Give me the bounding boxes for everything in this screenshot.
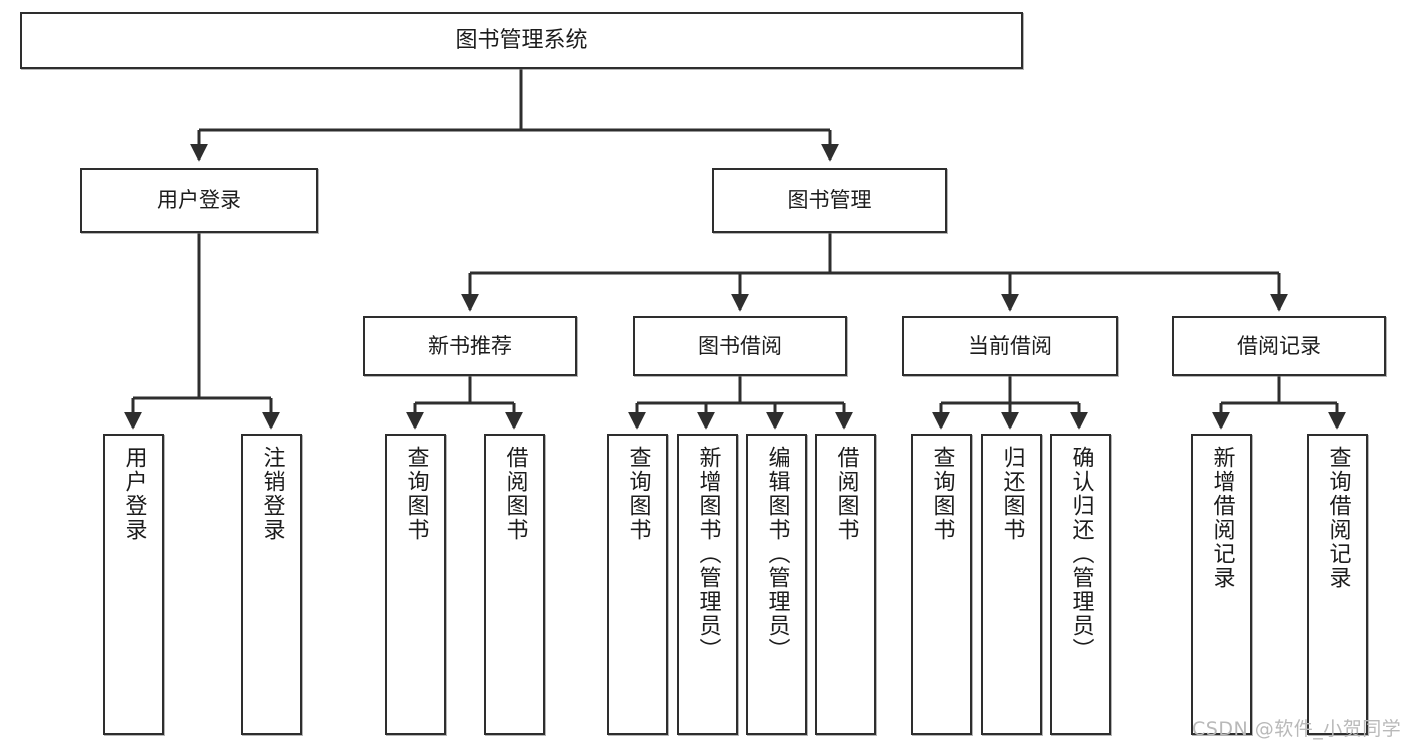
leaf-current-borrow-confirm-return[interactable]: 确认归还（管理员） <box>1050 434 1111 735</box>
csdn-watermark: CSDN @软件_小贺同学 <box>1192 718 1402 740</box>
node-book-management[interactable]: 图书管理 <box>712 168 947 233</box>
node-label: 查询图书 <box>403 446 429 542</box>
leaf-new-book-borrow-book[interactable]: 借阅图书 <box>484 434 545 735</box>
leaf-book-borrow-borrow-book[interactable]: 借阅图书 <box>815 434 876 735</box>
node-label: 新增图书（管理员） <box>695 446 721 662</box>
node-label: 借阅记录 <box>1237 333 1321 358</box>
node-user-login[interactable]: 用户登录 <box>80 168 318 233</box>
leaf-current-borrow-return-book[interactable]: 归还图书 <box>981 434 1042 735</box>
node-label: 借阅图书 <box>833 446 859 542</box>
leaf-user-login-logout[interactable]: 注销登录 <box>241 434 302 735</box>
node-book-borrow[interactable]: 图书借阅 <box>633 316 847 376</box>
node-label: 当前借阅 <box>968 333 1052 358</box>
node-current-borrow[interactable]: 当前借阅 <box>902 316 1118 376</box>
node-label: 查询图书 <box>625 446 651 542</box>
node-new-book-recommendation[interactable]: 新书推荐 <box>363 316 577 376</box>
node-label: 图书管理系统 <box>455 27 588 53</box>
leaf-current-borrow-query-book[interactable]: 查询图书 <box>911 434 972 735</box>
node-label: 图书管理 <box>787 188 872 213</box>
node-borrow-record[interactable]: 借阅记录 <box>1172 316 1386 376</box>
node-label: 查询借阅记录 <box>1325 446 1351 590</box>
node-label: 用户登录 <box>121 446 147 542</box>
node-label: 编辑图书（管理员） <box>764 446 790 662</box>
node-label: 查询图书 <box>929 446 955 542</box>
leaf-borrow-record-query-record[interactable]: 查询借阅记录 <box>1307 434 1368 735</box>
node-label: 借阅图书 <box>502 446 528 542</box>
node-label: 注销登录 <box>259 446 285 542</box>
node-label: 新书推荐 <box>428 333 512 358</box>
leaf-book-borrow-query-book[interactable]: 查询图书 <box>607 434 668 735</box>
node-label: 图书借阅 <box>698 333 782 358</box>
leaf-book-borrow-edit-book[interactable]: 编辑图书（管理员） <box>746 434 807 735</box>
node-label: 确认归还（管理员） <box>1068 446 1094 662</box>
node-label: 用户登录 <box>157 188 241 213</box>
leaf-book-borrow-add-book[interactable]: 新增图书（管理员） <box>677 434 738 735</box>
leaf-new-book-query-book[interactable]: 查询图书 <box>385 434 446 735</box>
leaf-borrow-record-add-record[interactable]: 新增借阅记录 <box>1191 434 1252 735</box>
node-root-book-management-system[interactable]: 图书管理系统 <box>20 12 1023 69</box>
node-label: 归还图书 <box>999 446 1025 542</box>
leaf-user-login-login[interactable]: 用户登录 <box>103 434 164 735</box>
node-label: 新增借阅记录 <box>1209 446 1235 590</box>
